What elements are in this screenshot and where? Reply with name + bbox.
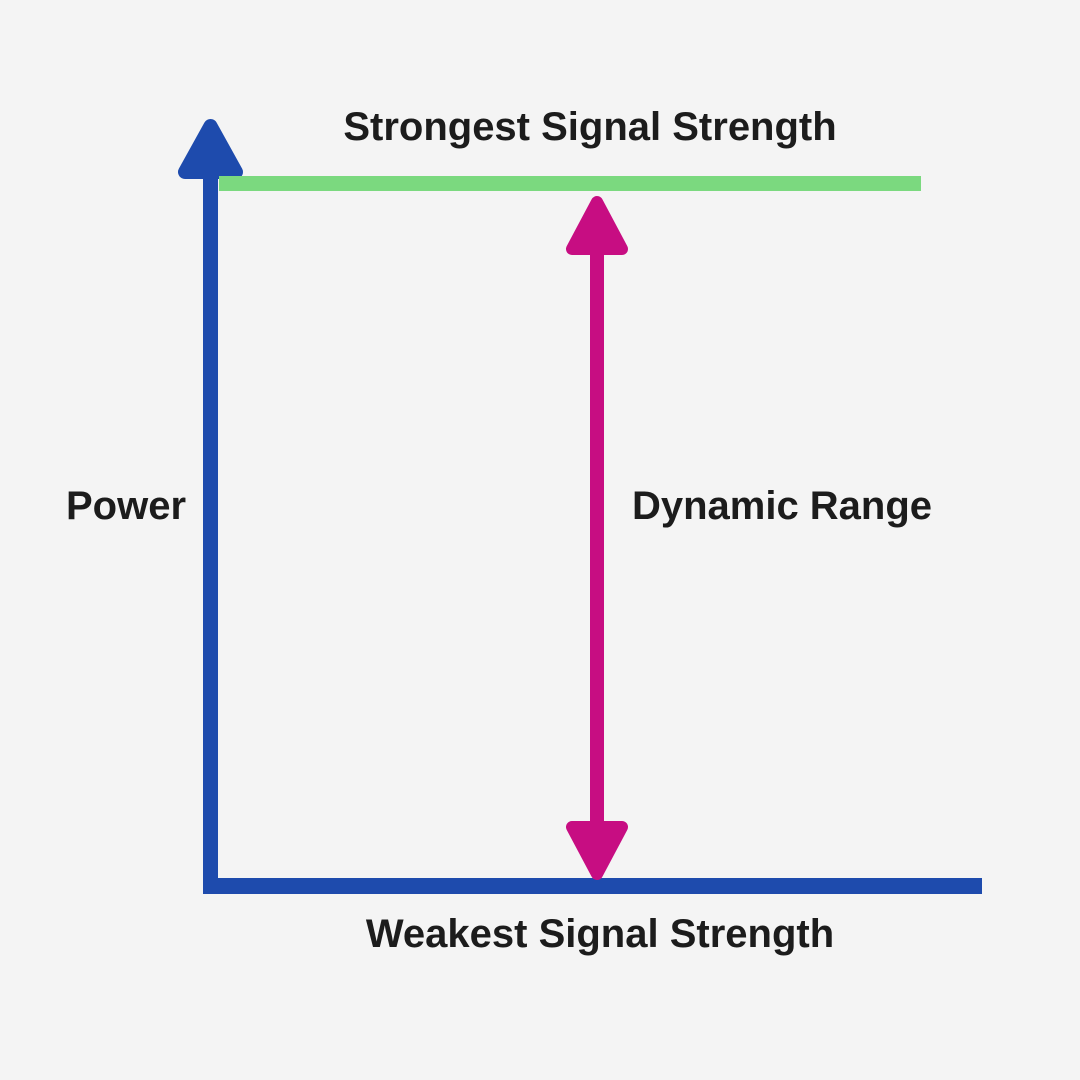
power-axis-label: Power: [65, 484, 187, 528]
strongest-signal-label: Strongest Signal Strength: [343, 105, 837, 149]
down-arrowhead-icon: [566, 821, 628, 880]
power-axis: [178, 119, 243, 893]
up-arrow-icon: [178, 119, 243, 179]
dynamic-range-label: Dynamic Range: [631, 484, 933, 528]
up-arrowhead-icon: [566, 196, 628, 255]
weakest-signal-label: Weakest Signal Strength: [365, 912, 835, 956]
dynamic-range-arrow: [566, 196, 628, 880]
